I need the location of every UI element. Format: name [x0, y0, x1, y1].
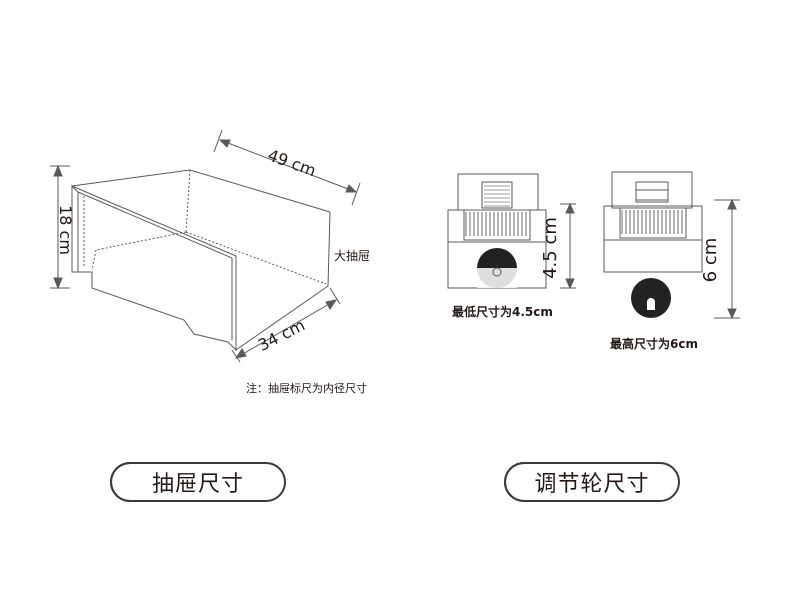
drawer-size-label: 抽屉尺寸	[151, 472, 244, 497]
depth-dimension	[231, 287, 341, 363]
wheel-min-illustration	[447, 173, 547, 289]
depth-label: 34 cm	[255, 315, 308, 355]
width-label: 49 cm	[265, 145, 318, 180]
wheel-min-axle	[492, 267, 502, 277]
min-height-label: 4.5 cm	[540, 217, 561, 279]
drawer-illustration	[71, 169, 331, 352]
wheel-size-label: 调节轮尺寸	[534, 472, 650, 497]
drawer-note: 注：抽屉标尺为内径尺寸	[246, 381, 367, 395]
wheel-size-button: 调节轮尺寸	[504, 462, 680, 502]
wheel-min-hidden	[477, 268, 517, 288]
height-label: 18 cm	[56, 205, 75, 255]
max-caption: 最高尺寸为6cm	[610, 336, 698, 351]
wheel-max-illustration	[603, 171, 703, 273]
width-dimension	[213, 129, 361, 206]
max-height-dimension	[714, 198, 740, 320]
max-height-label: 6 cm	[700, 238, 721, 283]
drawer-size-button: 抽屉尺寸	[110, 462, 286, 502]
min-height-dimension	[560, 202, 576, 290]
wheel-max-slot	[647, 302, 655, 310]
height-dimension	[50, 164, 70, 290]
min-caption: 最低尺寸为4.5cm	[452, 304, 553, 319]
drawer-name-label: 大抽屉	[334, 249, 370, 263]
